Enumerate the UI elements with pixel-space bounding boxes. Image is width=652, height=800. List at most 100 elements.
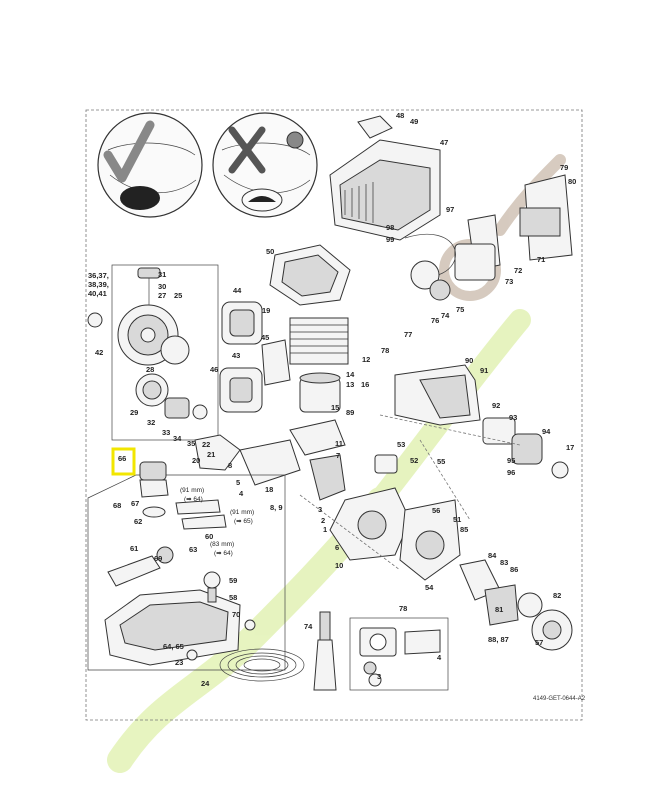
part-label: 6 [335, 543, 339, 552]
part-label: 2 [321, 516, 325, 525]
part-label: 12 [362, 355, 370, 364]
carburetor-group-box [87, 474, 286, 671]
fan-housing [329, 115, 441, 241]
part-label: 30 [158, 282, 166, 291]
part-label: 73 [505, 277, 513, 286]
part-label: 90 [465, 356, 473, 365]
part-label: 51 [453, 515, 461, 524]
part-label: 19 [262, 306, 270, 315]
part-label: 21 [207, 450, 215, 459]
carburetor-assembly [104, 461, 256, 666]
drawing-code: 4149-GET-0644-A2 [533, 696, 586, 702]
part-label: 78 [381, 346, 389, 355]
part-label: 56 [432, 506, 440, 515]
part-label: 79 [560, 163, 568, 172]
part-label: 10 [335, 561, 343, 570]
outer-frame [85, 109, 583, 721]
part-label: 5 [236, 478, 240, 487]
part-label: 76 [431, 316, 439, 325]
tube-coil [219, 648, 305, 682]
shroud [269, 244, 351, 306]
part-label: 17 [566, 443, 574, 452]
part-label: 13 [346, 380, 354, 389]
part-label: 93 [509, 413, 517, 422]
part-label: 80 [568, 177, 576, 186]
part-label: 59 [229, 576, 237, 585]
part-label: 85 [460, 525, 468, 534]
part-label: 64, 65 [163, 642, 184, 651]
part-label: 60 [205, 532, 213, 541]
part-label: 97 [446, 205, 454, 214]
part-label: 91 [480, 366, 488, 375]
part-label: 89 [346, 408, 354, 417]
part-label: 86 [510, 565, 518, 574]
part-label: 83 [500, 558, 508, 567]
length-note: (83 mm) [210, 541, 234, 548]
part-label: 11 [335, 439, 343, 448]
part-label: 67 [131, 499, 139, 508]
part-label: 58 [229, 593, 237, 602]
length-note-ref: (➡ 64) [184, 496, 203, 503]
part-label: 15 [331, 403, 339, 412]
part-label: 36,37, [88, 271, 109, 280]
part-label: 20 [192, 456, 200, 465]
length-note-ref: (➡ 65) [234, 518, 253, 525]
part-label: 4 [437, 653, 442, 662]
part-label: 75 [456, 305, 464, 314]
part-label: 50 [266, 247, 274, 256]
check-icon [103, 120, 155, 183]
part-label: 4 [239, 489, 244, 498]
part-label: 62 [134, 517, 142, 526]
part-label: 32 [147, 418, 155, 427]
part-label: 1 [323, 525, 327, 534]
part-label: 27 [158, 291, 166, 300]
part-label: 49 [410, 117, 418, 126]
part-label: 46 [210, 365, 218, 374]
part-label: 14 [346, 370, 355, 379]
part-label: 71 [537, 255, 545, 264]
part-label: 96 [507, 468, 515, 477]
highlight-box [111, 447, 136, 476]
ignition-module [454, 174, 573, 281]
part-label: 92 [492, 401, 500, 410]
part-label: 66 [118, 454, 126, 463]
part-label: 16 [361, 380, 369, 389]
part-label: 99 [386, 235, 394, 244]
leader-lines [299, 414, 521, 571]
part-label: 77 [404, 330, 412, 339]
crankcase [194, 419, 461, 581]
clutch-housing [394, 364, 569, 479]
part-label: 52 [410, 456, 418, 465]
part-label: 25 [174, 291, 182, 300]
part-label: 63 [189, 545, 197, 554]
part-label: 18 [265, 485, 273, 494]
length-note: (91 mm) [230, 509, 254, 516]
part-label: 57 [535, 638, 543, 647]
part-label: 44 [233, 286, 242, 295]
part-label: 3 [318, 505, 322, 514]
part-label: 28 [146, 365, 154, 374]
part-label: 88, 87 [488, 635, 509, 644]
gasket-kit-box [349, 617, 449, 691]
part-label: 47 [440, 138, 448, 147]
part-label: 61 [130, 544, 138, 553]
part-label: 8 [228, 461, 232, 470]
part-label: 68 [113, 501, 121, 510]
part-label: 84 [488, 551, 497, 560]
part-label: 33 [162, 428, 170, 437]
part-label: 7 [336, 451, 340, 460]
correct-assembly-circle [97, 112, 203, 218]
clutch-assembly [459, 559, 573, 651]
part-label: 35 [187, 439, 195, 448]
part-label: 34 [173, 434, 182, 443]
sealant-tube [313, 611, 337, 691]
part-label: 45 [261, 333, 269, 342]
part-label: 40,41 [88, 289, 107, 298]
cross-icon [228, 126, 266, 174]
length-notes: (91 mm)(➡ 64)(91 mm)(➡ 65)(83 mm)(➡ 64) [180, 487, 254, 557]
part-label: 53 [397, 440, 405, 449]
part-label: 69 [154, 554, 162, 563]
part-label: 94 [542, 427, 551, 436]
